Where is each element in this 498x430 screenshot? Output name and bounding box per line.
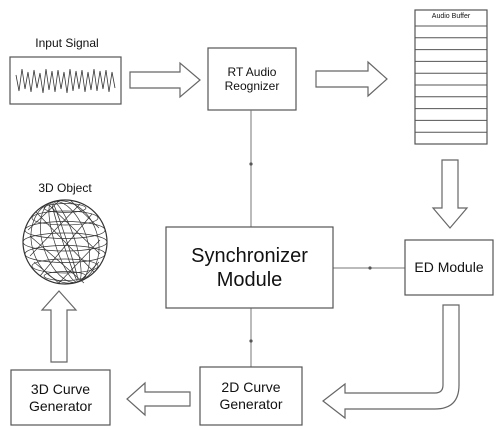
arrow-ed-to-2d [322,304,460,420]
arrow-3d-to-object [40,290,78,363]
ed-module-box [404,239,494,296]
arrow-buffer-to-ed [431,159,469,229]
input-signal-label: Input Signal [35,36,99,50]
synchronizer-line1: Synchronizer [191,244,308,267]
curve-3d-line1: 3D Curve [30,380,91,397]
rt-audio-line2: Reognizer [224,79,280,93]
arrow-input-to-rt [129,61,201,99]
synchronizer-box [165,226,334,309]
object-3d-label: 3D Object [38,181,92,195]
rt-audio-line1: RT Audio [227,64,277,79]
synchronizer-text: Synchronizer Module [166,227,333,308]
arrow-rt-to-buffer [315,60,388,98]
rt-audio-box [207,47,297,111]
input-signal-waveform [15,68,116,94]
arrow-2d-to-3d [126,381,191,417]
connector-2d-dot [249,339,253,343]
sphere-3d-object [22,199,108,285]
audio-buffer-label: Audio Buffer [431,13,471,20]
curve-3d-line2: Generator [28,397,93,414]
curve-2d-box [199,366,303,426]
curve-2d-line1: 2D Curve [221,379,281,396]
curve-3d-box [10,369,111,426]
curve-2d-text: 2D Curve Generator [200,367,302,425]
rt-audio-text: RT Audio Reognizer [208,48,296,110]
ed-module-label: ED Module [414,259,484,276]
connector-ed-dot [368,266,372,270]
synchronizer-line2: Module [216,268,283,291]
curve-3d-text: 3D Curve Generator [11,370,110,425]
audio-buffer-stack [414,9,488,145]
curve-2d-line2: Generator [219,396,283,412]
ed-module-text: ED Module [405,240,493,295]
connector-rt-dot [249,162,253,166]
